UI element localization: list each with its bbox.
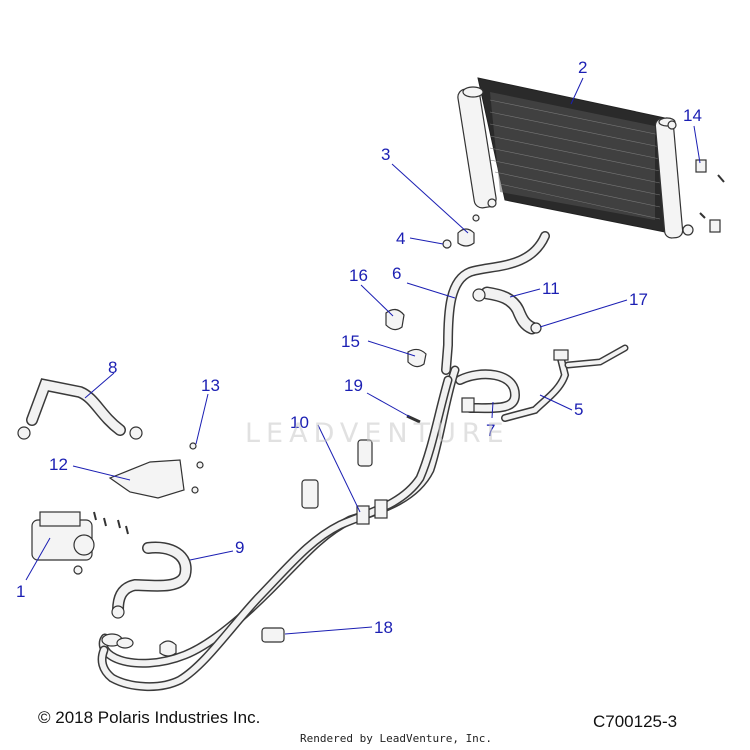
callout-6: 6 (392, 264, 401, 283)
tube-clamps (159, 439, 373, 657)
callout-15: 15 (341, 332, 360, 351)
callout-18: 18 (374, 618, 393, 637)
callout-4: 4 (396, 229, 405, 248)
watermark: LEADVENTURE (245, 418, 510, 449)
callout-3: 3 (381, 145, 390, 164)
callout-17: 17 (629, 290, 648, 309)
callout-5: 5 (574, 400, 583, 419)
clamp-16 (385, 308, 405, 331)
clamp-15 (407, 348, 427, 368)
callout-11: 11 (542, 279, 560, 298)
callout-13: 13 (201, 376, 220, 395)
callout-8: 8 (108, 358, 117, 377)
tubes-10 (97, 365, 460, 692)
radiator-hardware (472, 159, 725, 233)
callout-10: 10 (290, 413, 309, 432)
hose-8 (17, 378, 143, 440)
callout-16: 16 (349, 266, 368, 285)
copyright-text: © 2018 Polaris Industries Inc. (38, 708, 261, 727)
pump-1 (31, 511, 129, 575)
callout-19: 19 (344, 376, 363, 395)
radiator (457, 77, 694, 239)
hose-9 (111, 541, 192, 619)
callout-12: 12 (49, 455, 68, 474)
clamp-3 (457, 228, 475, 247)
figure-id: C700125-3 (593, 712, 678, 731)
callout-2: 2 (578, 58, 587, 77)
callout-9: 9 (235, 538, 244, 557)
hose-6 (441, 231, 550, 375)
tube-5 (501, 344, 629, 422)
callouts: 2 3 4 14 6 16 11 17 15 19 5 7 10 8 13 12 (16, 58, 702, 637)
bracket-12 (108, 442, 204, 499)
callout-1: 1 (16, 582, 25, 601)
hose-7 (455, 369, 521, 414)
rendered-by-text: Rendered by LeadVenture, Inc. (300, 732, 493, 745)
callout-7: 7 (486, 421, 495, 440)
washer-4 (442, 239, 452, 249)
hose-11 (472, 286, 542, 335)
callout-14: 14 (683, 106, 702, 125)
